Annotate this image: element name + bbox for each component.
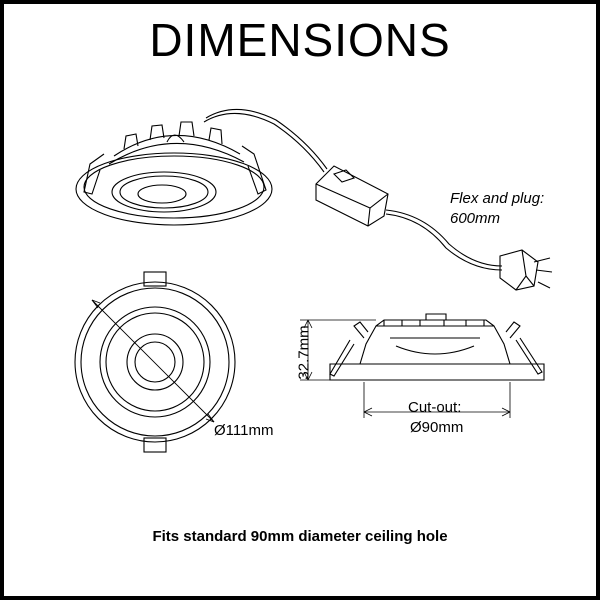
footer-note: Fits standard 90mm diameter ceiling hole (152, 528, 448, 545)
height-label: 32.7mm (295, 325, 313, 380)
side-view (300, 313, 545, 418)
perspective-view (75, 108, 328, 226)
cutout-label-line1: Cut-out: (408, 399, 462, 416)
cutout-label-line2: Ø90mm (410, 419, 464, 436)
technical-drawing (74, 108, 553, 453)
flex-label-line2: 600mm (450, 210, 501, 227)
front-view (74, 271, 236, 453)
plug (499, 249, 553, 291)
page-title: DIMENSIONS (149, 14, 451, 66)
flex-label-line1: Flex and plug: (450, 190, 545, 207)
driver-box (315, 165, 503, 271)
diameter-label: Ø111mm (214, 422, 274, 439)
